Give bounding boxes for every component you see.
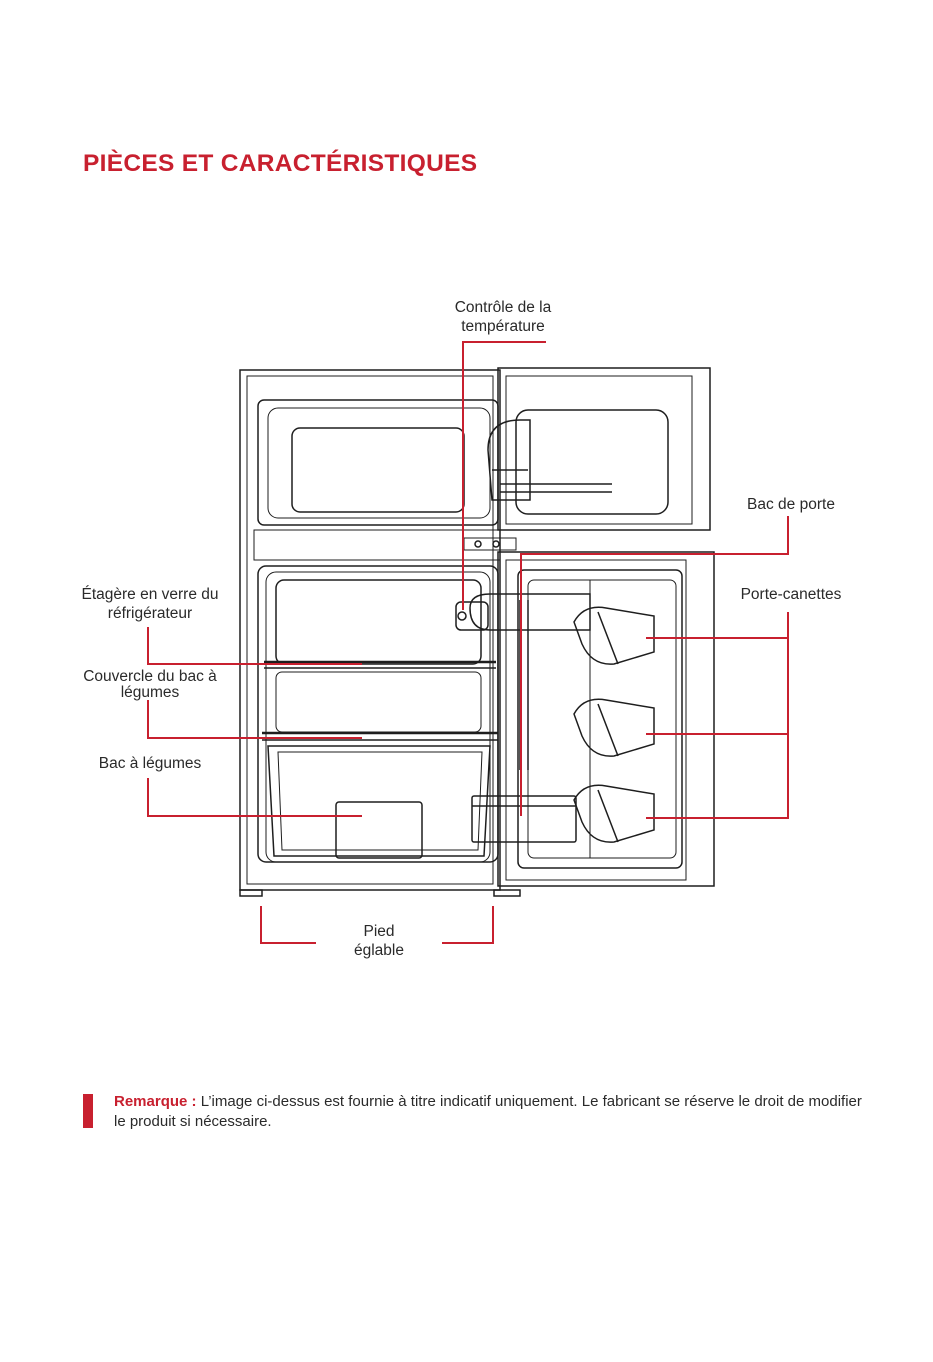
note-accent-bar — [83, 1094, 93, 1128]
leader-foot-left — [260, 906, 316, 944]
door-bin-drawing — [471, 795, 577, 843]
freezer-door — [497, 367, 711, 531]
leader-foot-right — [442, 906, 494, 944]
label-crisper-cover: Couvercle du bac à légumes — [83, 668, 217, 701]
adjustable-foot-left — [239, 889, 263, 897]
note-text: Remarque : L’image ci-dessus est fournie… — [114, 1092, 874, 1132]
leader-can-holders — [646, 612, 789, 819]
leader-lines — [147, 341, 789, 944]
label-door-bin: Bac de porte — [747, 496, 835, 513]
label-glass-shelf: Étagère en verre du réfrigérateur — [81, 586, 219, 622]
fridge-door — [497, 551, 715, 887]
note-body: L’image ci-dessus est fournie à titre in… — [114, 1093, 862, 1130]
label-temperature-control: Contrôle de la température — [454, 299, 552, 335]
leader-glass-shelf — [147, 627, 362, 665]
leader-door-bin — [520, 516, 789, 816]
can-holders-drawing — [573, 580, 655, 858]
note-label: Remarque : — [114, 1093, 197, 1110]
crisper-drawer-drawing — [267, 745, 491, 857]
label-can-holders: Porte-canettes — [740, 586, 842, 603]
fridge-compartment — [257, 565, 499, 863]
refrigerator-drawing — [239, 367, 715, 897]
leader-crisper — [147, 778, 362, 817]
leader-crisper-cover — [147, 700, 362, 739]
label-adjustable-foot: Pied églable — [354, 923, 404, 959]
label-crisper: Bac à légumes — [98, 755, 202, 772]
temperature-control-knob — [455, 601, 489, 631]
leader-temperature-control — [462, 341, 546, 610]
page-title: PIÈCES ET CARACTÉRISTIQUES — [83, 150, 478, 177]
